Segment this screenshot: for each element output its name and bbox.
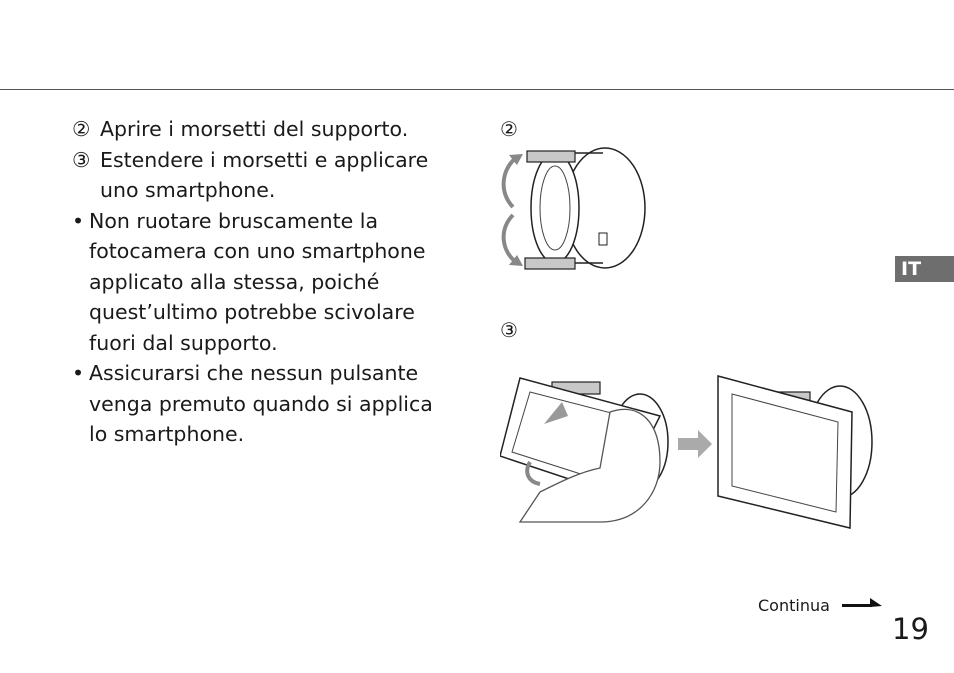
language-tab: IT xyxy=(895,256,954,282)
figure-2-illustration xyxy=(501,147,646,270)
hand xyxy=(518,408,661,523)
step-2-number: ② xyxy=(72,117,91,141)
step-2: ② Aprire i morsetti del supporto. xyxy=(72,114,452,145)
continue-label: Continua xyxy=(758,596,830,615)
bullet-dot: • xyxy=(72,208,85,233)
step-3: ③ Estendere i morsetti e applicare uno s… xyxy=(72,145,452,206)
note-1-text: Non ruotare bruscamente la fotocamera co… xyxy=(89,208,426,355)
lower-clamp xyxy=(524,257,576,270)
step-2-text: Aprire i morsetti del supporto. xyxy=(100,117,409,141)
lens-front xyxy=(530,152,580,264)
continue-arrow-icon xyxy=(842,598,882,607)
rotate-arrow-up xyxy=(501,155,519,209)
upper-clamp xyxy=(526,150,576,163)
figure-3-illustration xyxy=(500,375,873,529)
push-arrow xyxy=(544,402,568,424)
top-rule xyxy=(0,89,954,90)
note-2-text: Assicurarsi che nessun pulsante venga pr… xyxy=(89,361,433,446)
smartphone-attached xyxy=(717,375,853,529)
bullet-dot: • xyxy=(72,361,85,385)
note-bullet-2: • Assicurarsi che nessun pulsante venga … xyxy=(72,358,452,450)
note-bullet-1: • Non ruotare bruscamente la fotocamera … xyxy=(72,206,452,359)
page-number: 19 xyxy=(892,612,929,646)
step-3-text: Estendere i morsetti e applicare uno sma… xyxy=(100,147,429,203)
figure-3-label: ③ xyxy=(500,318,518,342)
transition-arrow xyxy=(678,438,698,450)
step-3-number: ③ xyxy=(72,147,91,172)
figure-2-label: ② xyxy=(500,117,518,141)
rotate-arrow-down xyxy=(501,213,519,265)
instructions-column: ② Aprire i morsetti del supporto. ③ Este… xyxy=(72,114,452,450)
